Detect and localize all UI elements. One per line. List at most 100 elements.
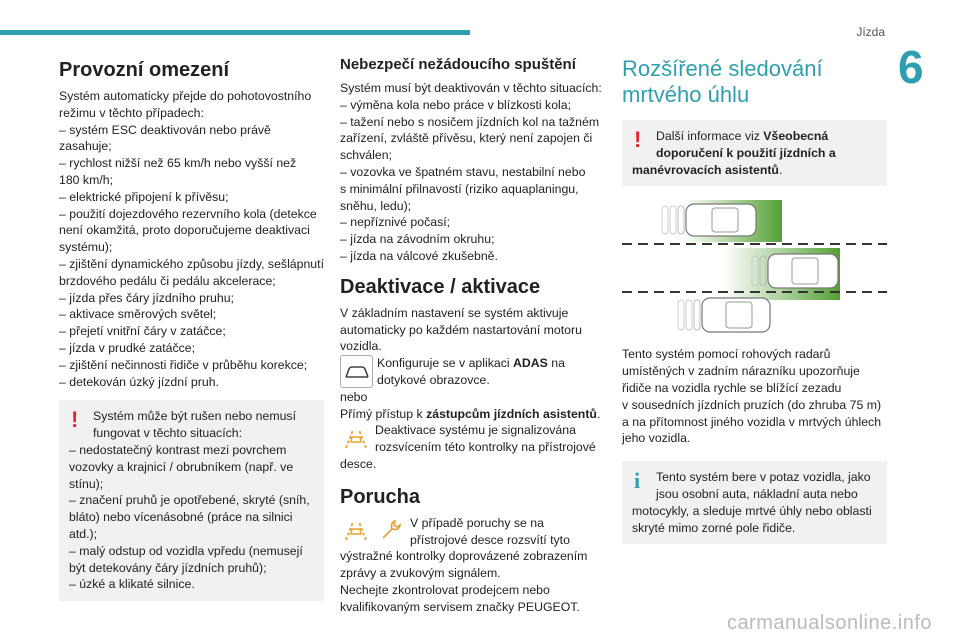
- info-line: motocykly, a sleduje mrtvé úhly nebo obl…: [632, 503, 872, 518]
- direct-access-bold: zástupcům jízdních asistentů: [426, 406, 597, 421]
- operating-limits-line: – systém ESC deaktivován nebo právě: [59, 122, 271, 137]
- operating-limits-line: – aktivace směrových světel;: [59, 307, 217, 322]
- warning-text: Systém může být rušen nebo nemusí fungova…: [69, 408, 314, 593]
- warning-line: vozovky a krajnicí / obrubníkem (např. v…: [69, 459, 294, 474]
- heading-blind-spot-line2: mrtvého úhlu: [622, 82, 750, 107]
- blind-spot-diagram: [622, 200, 887, 333]
- blind-spot-text: Tento systém pomocí rohových radarů umíst…: [622, 346, 887, 447]
- operating-limits-line: – přejetí vnitřní čáry v zatáčce;: [59, 324, 226, 339]
- lane-warning-icon: [340, 422, 371, 454]
- unwanted-trigger-line: – tažení nebo s nosičem jízdních kol na …: [340, 114, 600, 129]
- unwanted-trigger-line: – nepříznivé počasí;: [340, 215, 451, 230]
- warning-line: stínu);: [69, 476, 104, 491]
- fault-row: V případě poruchy se na přístrojové desc…: [340, 514, 605, 549]
- info-line: jsou osobní auta, nákladní auta nebo: [656, 486, 858, 501]
- lane-warning-icon-fault: [340, 514, 371, 546]
- column-operating-limits: Provozní omezení Systém automaticky přej…: [59, 56, 324, 602]
- blind-spot-line: Tento systém pomocí rohových radarů: [622, 347, 831, 362]
- section-label: Jízda: [856, 25, 885, 39]
- direct-access-post: .: [596, 406, 601, 421]
- unwanted-trigger-text: Systém musí být deaktivován v těchto sit…: [340, 80, 605, 265]
- unwanted-trigger-line: sněhu, ledu);: [340, 198, 412, 213]
- warning-line: Systém může být rušen nebo nemusí: [93, 409, 296, 424]
- car-lower: [677, 297, 771, 333]
- blind-spot-line: a na přítomnost jiného vozidla v mrtvých…: [622, 414, 882, 429]
- fault-text: výstražné kontrolky doprovázené zobrazen…: [340, 548, 605, 615]
- fault-line: Nechejte zkontrolovat prodejcem nebo: [340, 582, 550, 597]
- operating-limits-text: Systém automaticky přejde do pohotovostn…: [59, 88, 324, 390]
- operating-limits-line: – jízda přes čáry jízdního pruhu;: [59, 290, 234, 305]
- see-also-bold-1: Všeobecná: [763, 129, 829, 143]
- deactivation-line: vozidla.: [340, 339, 382, 354]
- warning-line: být detekovány čáry jízdních pruhů);: [69, 560, 267, 575]
- wrench-icon: [375, 514, 406, 546]
- blind-spot-line: jeho vozidla.: [622, 431, 691, 446]
- operating-limits-line: – elektrické připojení k přívěsu;: [59, 189, 229, 204]
- see-also-box: ! Další informace viz Všeobecná doporuče…: [622, 120, 887, 187]
- operating-limits-line: – detekován úzký jízdní pruh.: [59, 374, 219, 389]
- deactivation-text: V základním nastavení se systém aktivuje…: [340, 305, 605, 355]
- fault-text-1: V případě poruchy se na: [410, 515, 544, 530]
- or-text: nebo: [340, 389, 368, 404]
- car-own: [751, 253, 839, 289]
- heading-blind-spot: Rozšířené sledování mrtvého úhlu: [622, 56, 887, 108]
- operating-limits-line: – zjištění nečinnosti řidiče v průběhu k…: [59, 357, 308, 372]
- operating-limits-line: není okamžitá, proto doporučujeme deakti…: [59, 223, 310, 238]
- unwanted-trigger-line: s minimální přilnavostí (riziko aquaplan…: [340, 181, 579, 196]
- see-also-bold-3: manévrovacích asistentů: [632, 162, 779, 177]
- column-blind-spot: Rozšířené sledování mrtvého úhlu ! Další…: [622, 56, 887, 545]
- car-settings-icon: [340, 355, 373, 389]
- top-accent-bar: [0, 30, 470, 35]
- warning-line: – značení pruhů je opotřebené, skryté (s…: [69, 493, 310, 508]
- indicator-text-1: Deaktivace systému je signalizována: [375, 423, 576, 438]
- adas-label: ADAS: [513, 356, 548, 371]
- heading-fault: Porucha: [340, 485, 421, 508]
- column-deactivation: Nebezpečí nežádoucího spuštění Systém mu…: [340, 56, 605, 616]
- operating-limits-line: zasahuje;: [59, 139, 112, 154]
- chapter-number: 6: [898, 41, 924, 93]
- info-line: skryté mimo zorné pole řidiče.: [632, 520, 796, 535]
- see-also-bold-2: doporučení k použití jízdních a: [656, 145, 836, 160]
- deactivation-line: V základním nastavení se systém aktivuje: [340, 305, 569, 320]
- warning-line: – nedostatečný kontrast mezi povrchem: [69, 442, 287, 457]
- direct-access-pre: Přímý přístup k: [340, 406, 427, 421]
- operating-limits-line: systému);: [59, 240, 113, 255]
- warning-line: – úzké a klikaté silnice.: [69, 577, 195, 592]
- warning-box: ! Systém může být rušen nebo nemusí fungo…: [59, 400, 324, 602]
- info-line: Tento systém bere v potaz vozidla, jako: [656, 470, 871, 485]
- heading-unwanted-trigger: Nebezpečí nežádoucího spuštění: [340, 56, 576, 73]
- exclamation-icon: !: [634, 127, 642, 152]
- operating-limits-line: režimu v těchto případech:: [59, 105, 204, 120]
- unwanted-trigger-line: – výměna kola nebo práce v blízkosti kol…: [340, 97, 572, 112]
- fault-line: kvalifikovaným servisem značky PEUGEOT.: [340, 599, 580, 614]
- fault-text-2: přístrojové desce rozsvítí tyto: [410, 532, 570, 547]
- warning-line: atd.);: [69, 526, 98, 541]
- unwanted-trigger-line: – vozovka ve špatném stavu, nestabilní n…: [340, 164, 586, 179]
- operating-limits-line: 180 km/h;: [59, 172, 113, 187]
- unwanted-trigger-line: zařízení, zvláště přívěsu, který není za…: [340, 131, 593, 146]
- unwanted-trigger-line: schválen;: [340, 148, 392, 163]
- warning-line: – malý odstup od vozidla vpředu (nemusej…: [69, 543, 303, 558]
- operating-limits-line: – jízda v prudké zatáčce;: [59, 340, 196, 355]
- operating-limits-line: Systém automaticky přejde do pohotovostn…: [59, 89, 312, 103]
- warning-line: bláto) nebo vícenásobné (práce na silnic…: [69, 510, 293, 525]
- unwanted-trigger-line: – jízda na závodním okruhu;: [340, 232, 495, 247]
- blind-spot-line: umístěných v zadním nárazníku upozorňuje: [622, 364, 860, 379]
- blind-spot-line: řidiče na vozidla rychle se blížící zeza…: [622, 380, 842, 395]
- blind-spot-line: v sousedních jízdních pruzích (do zhruba…: [622, 397, 882, 412]
- adas-row: Konfiguruje se v aplikaci ADAS na dotyko…: [340, 355, 605, 389]
- operating-limits-line: – rychlost nižší než 65 km/h nebo vyšší …: [59, 156, 297, 171]
- indicator-text-2: rozsvícením této kontrolky na přístrojov…: [375, 440, 596, 455]
- unwanted-trigger-line: Systém musí být deaktivován v těchto sit…: [340, 81, 602, 95]
- fault-line: zprávy a zvukovým signálem.: [340, 566, 501, 581]
- adas-text-pre: Konfiguruje se v aplikaci: [377, 356, 514, 371]
- see-also-pre: Další informace viz: [656, 129, 764, 143]
- exclamation-icon: !: [71, 407, 79, 433]
- deactivation-line: automaticky po každém nastartování motor…: [340, 322, 582, 337]
- fault-line: výstražné kontrolky doprovázené zobrazen…: [340, 549, 588, 564]
- warning-line: fungovat v těchto situacích:: [93, 426, 243, 441]
- unwanted-trigger-line: – jízda na válcové zkušebně.: [340, 248, 498, 263]
- indicator-text-3: desce.: [340, 456, 377, 471]
- deactivation-indicator-row: Deaktivace systému je signalizována rozs…: [340, 422, 605, 456]
